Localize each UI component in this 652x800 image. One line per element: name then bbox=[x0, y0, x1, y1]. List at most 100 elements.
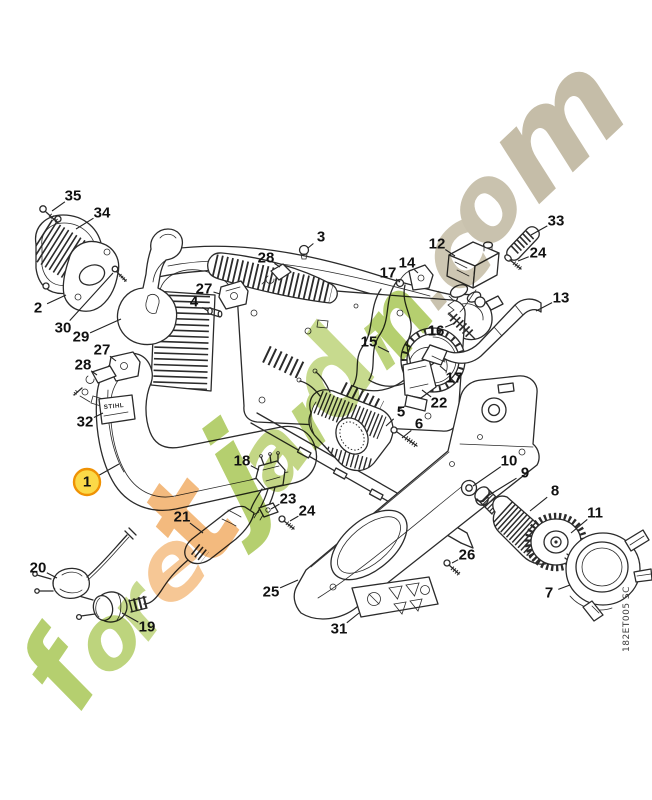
svg-text:8: 8 bbox=[551, 483, 559, 500]
part-callout-24: 24 bbox=[289, 503, 316, 522]
part-callout-16: 16 bbox=[428, 322, 456, 340]
part-brush-holder-lower bbox=[72, 351, 141, 407]
part-callout-18: 18 bbox=[234, 453, 260, 471]
part-callout-15: 15 bbox=[361, 334, 390, 353]
part-callout-4: 4 bbox=[190, 294, 209, 312]
exploded-diagram-artwork: STIHL bbox=[32, 205, 652, 623]
part-callout-25: 25 bbox=[263, 579, 299, 601]
part-callout-32: 32 bbox=[77, 412, 104, 431]
part-callout-14: 14 bbox=[399, 255, 419, 274]
part-callout-17: 17 bbox=[380, 265, 401, 283]
part-pin bbox=[207, 307, 223, 318]
carbon-brush-lower bbox=[91, 365, 117, 384]
svg-text:30: 30 bbox=[55, 320, 72, 337]
clamp-23 bbox=[258, 502, 279, 518]
part-callout-22: 22 bbox=[421, 389, 448, 412]
svg-text:29: 29 bbox=[73, 329, 90, 346]
svg-text:4: 4 bbox=[190, 294, 199, 311]
svg-text:14: 14 bbox=[399, 255, 416, 272]
screw-24-lower bbox=[278, 515, 286, 523]
svg-text:26: 26 bbox=[459, 547, 476, 564]
part-handle-grip bbox=[207, 252, 338, 304]
part-deflector bbox=[421, 298, 542, 366]
svg-text:27: 27 bbox=[196, 281, 213, 298]
part-power-cord-assembly bbox=[32, 451, 296, 623]
cap-3 bbox=[298, 244, 310, 256]
svg-text:10: 10 bbox=[501, 453, 518, 470]
svg-text:22: 22 bbox=[431, 395, 448, 412]
part-callout-13: 13 bbox=[535, 290, 569, 312]
screw-30 bbox=[111, 265, 119, 273]
part-callout-17: 17 bbox=[439, 365, 462, 387]
nameplate-brand-text: STIHL bbox=[103, 402, 124, 411]
svg-text:32: 32 bbox=[77, 414, 94, 431]
part-callout-3: 3 bbox=[307, 229, 325, 249]
part-stator bbox=[296, 368, 419, 472]
part-callout-10: 10 bbox=[472, 453, 518, 487]
part-callout-35: 35 bbox=[51, 188, 82, 212]
part-callout-28: 28 bbox=[258, 250, 281, 268]
svg-text:3: 3 bbox=[317, 229, 325, 246]
svg-text:15: 15 bbox=[361, 334, 378, 351]
switch-contact-14 bbox=[408, 264, 434, 291]
svg-text:16: 16 bbox=[428, 323, 445, 340]
svg-text:31: 31 bbox=[331, 621, 348, 638]
part-fan-cover bbox=[565, 529, 652, 622]
part-callout-31: 31 bbox=[331, 612, 360, 638]
part-side-cover bbox=[293, 375, 540, 620]
svg-text:23: 23 bbox=[280, 491, 297, 508]
screw-35 bbox=[39, 205, 47, 213]
svg-text:11: 11 bbox=[587, 505, 603, 522]
screw-6 bbox=[390, 426, 398, 434]
svg-text:2: 2 bbox=[34, 300, 42, 317]
svg-text:9: 9 bbox=[521, 465, 529, 482]
svg-text:6: 6 bbox=[415, 416, 423, 433]
svg-text:25: 25 bbox=[263, 584, 280, 601]
svg-text:28: 28 bbox=[258, 250, 275, 267]
part-callout-26: 26 bbox=[451, 547, 476, 564]
part-callout-9: 9 bbox=[485, 465, 529, 498]
svg-text:24: 24 bbox=[530, 245, 547, 262]
part-callout-5: 5 bbox=[385, 404, 405, 427]
part-gasket bbox=[62, 240, 128, 312]
screw-26 bbox=[443, 559, 451, 567]
svg-text:35: 35 bbox=[65, 188, 82, 205]
svg-text:17: 17 bbox=[380, 265, 397, 282]
part-callout-6: 6 bbox=[401, 416, 423, 439]
warning-label bbox=[351, 576, 439, 618]
part-callout-1-highlighted: 1 bbox=[72, 463, 120, 497]
part-switch bbox=[446, 241, 504, 320]
part-callout-11: 11 bbox=[570, 505, 603, 534]
svg-text:20: 20 bbox=[30, 560, 47, 577]
svg-text:33: 33 bbox=[548, 213, 565, 230]
part-callout-30: 30 bbox=[55, 272, 114, 337]
part-rear-handle-shell bbox=[116, 228, 184, 346]
part-callout-24: 24 bbox=[517, 245, 547, 262]
part-armature bbox=[474, 486, 588, 572]
part-callout-20: 20 bbox=[30, 560, 58, 579]
part-callout-8: 8 bbox=[529, 483, 559, 512]
part-callout-27: 27 bbox=[94, 342, 117, 362]
svg-text:28: 28 bbox=[75, 357, 92, 374]
part-nameplate: STIHL bbox=[98, 394, 136, 425]
part-callout-27: 27 bbox=[196, 281, 221, 298]
diagram-code: 182ET005 SC bbox=[622, 586, 632, 652]
svg-text:21: 21 bbox=[174, 509, 191, 526]
callout-layer: 3534230292728321328274121417332413161517… bbox=[30, 188, 603, 638]
highlight-circle bbox=[72, 467, 102, 497]
part-callout-12: 12 bbox=[429, 236, 456, 257]
part-callout-21: 21 bbox=[174, 509, 204, 534]
part-callout-2: 2 bbox=[34, 294, 67, 317]
part-wire-harness bbox=[352, 264, 476, 412]
part-callout-33: 33 bbox=[530, 213, 565, 236]
svg-text:34: 34 bbox=[94, 205, 111, 222]
part-callout-19: 19 bbox=[121, 612, 155, 636]
svg-text:1: 1 bbox=[83, 474, 91, 491]
watermark: foretjardin.com bbox=[0, 20, 652, 744]
svg-text:24: 24 bbox=[299, 503, 316, 520]
part-callout-28: 28 bbox=[75, 357, 98, 376]
part-callout-7: 7 bbox=[545, 584, 571, 602]
svg-text:5: 5 bbox=[397, 404, 405, 421]
